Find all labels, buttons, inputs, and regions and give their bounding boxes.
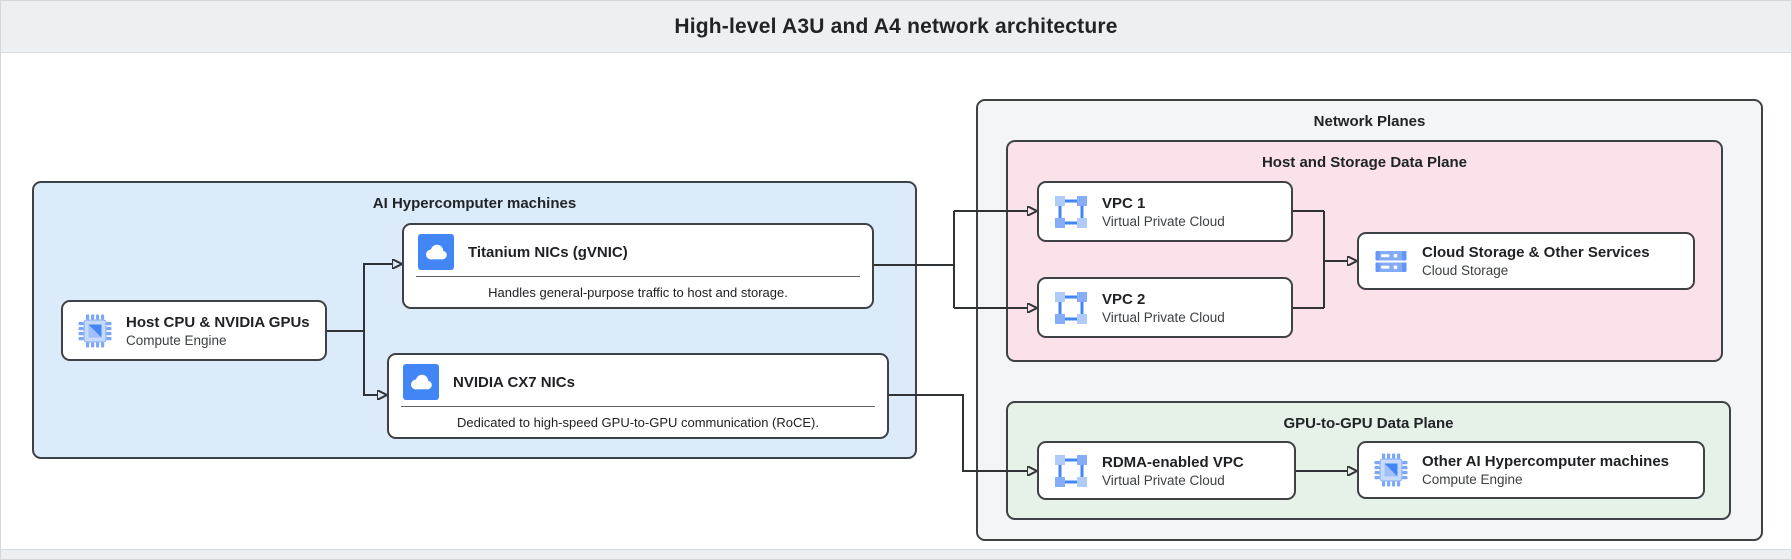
compute-engine-icon [78, 313, 112, 348]
node-titanium-nics: Titanium NICs (gVNIC) Handles general-pu… [402, 223, 874, 309]
node-subtitle: Virtual Private Cloud [1102, 213, 1225, 229]
node-subtitle: Cloud Storage [1422, 263, 1509, 278]
node-cloud-storage-other-services: Cloud Storage & Other Services Cloud Sto… [1357, 232, 1695, 290]
group-label: Network Planes [1313, 113, 1426, 130]
node-title: VPC 2 [1102, 290, 1146, 308]
cloud-nic-icon [403, 364, 439, 400]
node-host-cpu-nvidia-gpus: Host CPU & NVIDIA GPUs Compute Engine [61, 300, 327, 361]
node-rdma-enabled-vpc: RDMA-enabled VPC Virtual Private Cloud [1037, 441, 1296, 500]
bottom-border-strip [1, 549, 1791, 559]
vpc-icon [1053, 194, 1089, 229]
group-label: Host and Storage Data Plane [1261, 154, 1468, 171]
node-nvidia-cx7-nics: NVIDIA CX7 NICs Dedicated to high-speed … [387, 353, 889, 439]
divider [416, 276, 860, 277]
node-description: Handles general-purpose traffic to host … [488, 284, 788, 300]
node-other-ai-hypercomputer-machines: Other AI Hypercomputer machines Compute … [1357, 441, 1705, 499]
compute-engine-icon [1374, 453, 1408, 487]
node-vpc1: VPC 1 Virtual Private Cloud [1037, 181, 1293, 242]
vpc-icon [1053, 453, 1089, 488]
node-title: Other AI Hypercomputer machines [1422, 453, 1670, 470]
divider [401, 406, 875, 407]
node-title: Host CPU & NVIDIA GPUs [126, 313, 310, 331]
cloud-storage-icon [1375, 251, 1407, 272]
cloud-nic-icon [418, 234, 454, 270]
page-title: High-level A3U and A4 network architectu… [674, 14, 1118, 38]
node-description: Dedicated to high-speed GPU-to-GPU commu… [457, 414, 819, 430]
node-subtitle: Compute Engine [126, 332, 227, 348]
vpc-icon [1053, 290, 1089, 325]
diagram-header: High-level A3U and A4 network architectu… [1, 1, 1791, 53]
group-label: AI Hypercomputer machines [372, 195, 577, 212]
node-subtitle: Virtual Private Cloud [1102, 309, 1225, 325]
node-vpc2: VPC 2 Virtual Private Cloud [1037, 277, 1293, 338]
node-title: NVIDIA CX7 NICs [453, 373, 575, 391]
node-subtitle: Virtual Private Cloud [1102, 472, 1225, 488]
node-title: Cloud Storage & Other Services [1422, 244, 1650, 261]
node-title: Titanium NICs (gVNIC) [468, 243, 628, 261]
node-title: VPC 1 [1102, 194, 1146, 212]
group-label: GPU-to-GPU Data Plane [1283, 415, 1454, 432]
node-subtitle: Compute Engine [1422, 472, 1523, 487]
node-title: RDMA-enabled VPC [1102, 453, 1244, 471]
